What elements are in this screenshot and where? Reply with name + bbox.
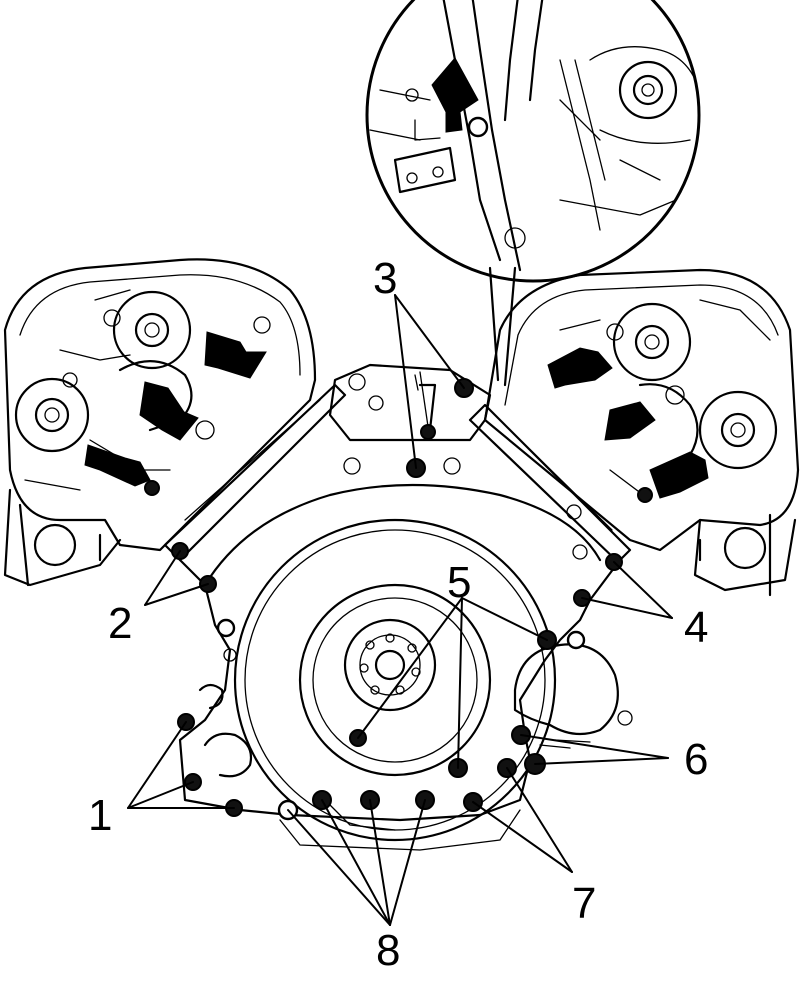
callout-6: 6 xyxy=(684,735,708,784)
left-cylinder-head xyxy=(3,258,317,587)
callout-7: 7 xyxy=(572,879,596,928)
callout-3: 3 xyxy=(373,254,397,303)
callout-2: 2 xyxy=(108,599,132,648)
arrow-icon xyxy=(649,451,709,499)
arrow-icon xyxy=(431,57,479,133)
arrow-icon xyxy=(139,381,199,441)
callout-8: 8 xyxy=(376,926,400,975)
crank-hub-holes xyxy=(359,633,421,695)
timing-cover xyxy=(163,363,633,851)
callout-4: 4 xyxy=(684,603,708,652)
right-cylinder-head xyxy=(483,268,800,597)
arrow-icon xyxy=(604,401,656,441)
callout-1: 1 xyxy=(88,791,112,840)
callout-5: 5 xyxy=(447,558,471,607)
leader-lines xyxy=(127,294,673,926)
callout-labels: 1 2 3 4 5 6 7 8 xyxy=(88,254,708,975)
arrow-icon xyxy=(547,347,613,389)
arrow-icon xyxy=(204,331,267,379)
arrow-icon xyxy=(84,444,151,487)
bolts xyxy=(171,378,623,821)
